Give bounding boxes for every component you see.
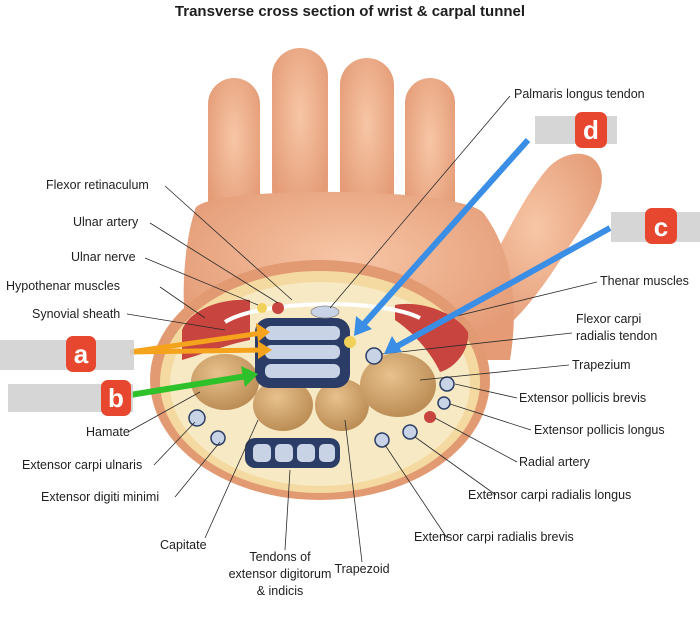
extensor-tendons-bundle: [245, 438, 340, 468]
ring-finger: [272, 48, 328, 218]
extensor-tendon-1: [253, 444, 271, 462]
label-extensor-carpi-ulnaris: Extensor carpi ulnaris: [22, 458, 142, 472]
tag-c-letter: c: [654, 212, 668, 242]
label-thenar-muscles: Thenar muscles: [600, 274, 689, 288]
extensor-pollicis-longus-structure: [437, 396, 451, 410]
extensor-tendon-2: [275, 444, 293, 462]
answer-arrows: [129, 138, 612, 398]
arrow-c: [392, 225, 612, 351]
capitate-bone: [253, 379, 313, 431]
little-finger: [208, 78, 260, 228]
median-nerve-structure: [344, 336, 356, 348]
extensor-pollicis-brevis-structure: [439, 376, 455, 392]
label-ulnar-artery: Ulnar artery: [73, 215, 139, 229]
label-tendons-2: extensor digitorum: [229, 567, 332, 581]
label-flexor-carpi-1: Flexor carpi: [576, 312, 641, 326]
label-hamate: Hamate: [86, 425, 130, 439]
ulnar-artery-structure: [272, 302, 284, 314]
answer-tags: a b c d: [0, 112, 700, 416]
ulnar-nerve-structure: [257, 303, 267, 313]
label-tendons-3: & indicis: [257, 584, 304, 598]
arrow-a-1-head: [256, 323, 270, 342]
hypothenar-muscle: [182, 299, 250, 360]
label-ext-carpi-rad-longus: Extensor carpi radialis longus: [468, 488, 631, 502]
tag-a-box[interactable]: [66, 336, 96, 372]
extensor-tendon-3: [297, 444, 315, 462]
label-trapezium: Trapezium: [572, 358, 631, 372]
small-structures: [188, 302, 455, 448]
label-flexor-retinaculum: Flexor retinaculum: [46, 178, 149, 192]
tag-b-box[interactable]: [101, 380, 131, 416]
trapezoid-bone: [315, 379, 369, 431]
arrow-b: [129, 373, 248, 398]
label-flexor-carpi-2: radialis tendon: [576, 329, 657, 343]
label-palmaris-longus: Palmaris longus tendon: [514, 87, 645, 101]
labels: Palmaris longus tendon Flexor retinaculu…: [6, 87, 689, 598]
ext-carpi-rad-longus-structure: [402, 424, 418, 440]
ext-digiti-minimi-structure: [210, 430, 226, 446]
arrow-a-2-head: [258, 341, 272, 359]
extensor-tendon-4: [319, 444, 335, 462]
tag-d-letter: d: [583, 115, 599, 145]
flexor-tendon-3: [265, 364, 340, 378]
label-extensor-pollicis-longus: Extensor pollicis longus: [534, 423, 665, 437]
muscles: [182, 299, 469, 372]
label-trapezoid: Trapezoid: [334, 562, 389, 576]
tag-a-letter: a: [74, 339, 89, 369]
flexor-tendons-bundle: [255, 318, 350, 388]
label-ulnar-nerve: Ulnar nerve: [71, 250, 136, 264]
label-tendons-1: Tendons of: [249, 550, 311, 564]
arrow-a-1: [129, 330, 263, 355]
arrow-d-head: [354, 316, 372, 336]
tag-c-box[interactable]: [645, 208, 677, 244]
flexor-carpi-radialis-structure: [365, 347, 383, 365]
arrow-d: [359, 138, 531, 328]
trapezium-bone: [360, 353, 436, 417]
middle-finger: [340, 58, 394, 223]
label-ext-carpi-rad-brevis: Extensor carpi radialis brevis: [414, 530, 574, 544]
palmaris-longus-structure: [310, 305, 340, 319]
label-synovial-sheath: Synovial sheath: [32, 307, 120, 321]
flexor-tendon-1: [265, 326, 340, 340]
flexor-tendon-2: [265, 345, 340, 359]
tag-b-letter: b: [108, 383, 124, 413]
arrow-a-2: [129, 347, 263, 355]
thenar-muscle: [395, 303, 469, 372]
arrow-c-head: [384, 336, 402, 354]
ext-carpi-rad-brevis-structure: [374, 432, 390, 448]
tag-d-box[interactable]: [575, 112, 607, 148]
ext-carpi-ulnaris-structure: [188, 409, 206, 427]
arrow-b-head: [241, 366, 258, 387]
label-capitate: Capitate: [160, 538, 207, 552]
diagram-title: Transverse cross section of wrist & carp…: [175, 3, 525, 20]
label-extensor-pollicis-brevis: Extensor pollicis brevis: [519, 391, 646, 405]
leader-lines: [126, 95, 598, 563]
label-hypothenar-muscles: Hypothenar muscles: [6, 279, 120, 293]
label-radial-artery: Radial artery: [519, 455, 591, 469]
label-extensor-digiti-minimi: Extensor digiti minimi: [41, 490, 159, 504]
radial-artery-structure: [424, 411, 436, 423]
flexor-retinaculum-band: [223, 302, 421, 324]
